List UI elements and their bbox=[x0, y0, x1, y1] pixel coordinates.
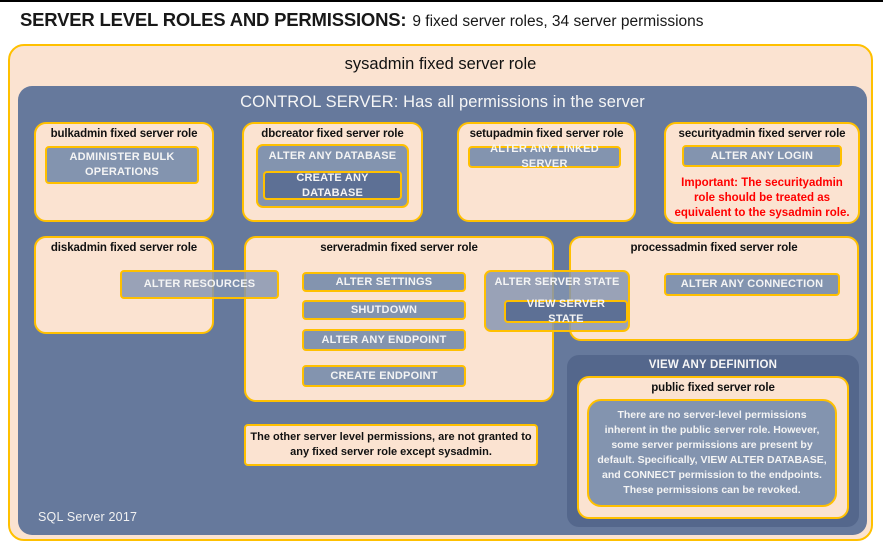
permission-alter-any-database-label: ALTER ANY DATABASE bbox=[268, 150, 397, 162]
role-title-dbcreator: dbcreator fixed server role bbox=[261, 128, 404, 140]
permission-alter-any-login: ALTER ANY LOGIN bbox=[682, 145, 842, 167]
role-box-public: public fixed server role There are no se… bbox=[577, 376, 849, 519]
permission-create-endpoint: CREATE ENDPOINT bbox=[302, 365, 466, 387]
permission-view-any-definition-label: VIEW ANY DEFINITION bbox=[648, 359, 778, 371]
public-role-description: There are no server-level permissions in… bbox=[597, 409, 827, 496]
page-title: SERVER LEVEL ROLES AND PERMISSIONS: 9 fix… bbox=[20, 9, 704, 31]
securityadmin-warning: Important: The securityadmin role should… bbox=[674, 177, 850, 219]
permission-alter-server-state: ALTER SERVER STATE VIEW SERVER STATE bbox=[484, 270, 630, 332]
sysadmin-role-title: sysadmin fixed server role bbox=[344, 55, 537, 73]
control-server-box: CONTROL SERVER: Has all permissions in t… bbox=[18, 86, 867, 535]
role-box-securityadmin: securityadmin fixed server role ALTER AN… bbox=[664, 122, 860, 224]
permission-alter-resources: ALTER RESOURCES bbox=[120, 270, 279, 299]
role-title-bulkadmin: bulkadmin fixed server role bbox=[50, 128, 198, 140]
page-title-main: SERVER LEVEL ROLES AND PERMISSIONS: bbox=[20, 9, 407, 30]
permission-create-any-database: CREATE ANY DATABASE bbox=[263, 171, 402, 200]
permission-alter-any-linked-server: ALTER ANY LINKED SERVER bbox=[468, 143, 621, 170]
sysadmin-role-box: sysadmin fixed server role CONTROL SERVE… bbox=[8, 44, 873, 541]
role-title-diskadmin: diskadmin fixed server role bbox=[50, 242, 198, 254]
permission-alter-server-state-label: ALTER SERVER STATE bbox=[494, 276, 620, 288]
permission-alter-any-endpoint: ALTER ANY ENDPOINT bbox=[302, 329, 466, 351]
role-title-setupadmin: setupadmin fixed server role bbox=[469, 128, 624, 140]
role-title-public: public fixed server role bbox=[651, 382, 775, 394]
permission-alter-any-database: ALTER ANY DATABASE CREATE ANY DATABASE bbox=[256, 144, 409, 208]
role-title-securityadmin: securityadmin fixed server role bbox=[678, 128, 846, 140]
permission-administer-bulk-operations: ADMINISTER BULK OPERATIONS bbox=[45, 146, 199, 184]
permission-view-server-state: VIEW SERVER STATE bbox=[504, 298, 628, 325]
permission-view-any-definition: VIEW ANY DEFINITION public fixed server … bbox=[567, 355, 859, 527]
role-box-dbcreator: dbcreator fixed server role ALTER ANY DA… bbox=[242, 122, 423, 222]
page-title-subtitle: 9 fixed server roles, 34 server permissi… bbox=[412, 13, 704, 30]
other-permissions-note: The other server level permissions, are … bbox=[244, 424, 538, 466]
permission-alter-any-connection: ALTER ANY CONNECTION bbox=[664, 273, 840, 296]
control-server-title: CONTROL SERVER: Has all permissions in t… bbox=[240, 93, 645, 111]
footer-version-label: SQL Server 2017 bbox=[38, 510, 138, 524]
role-title-serveradmin: serveradmin fixed server role bbox=[320, 242, 478, 254]
role-box-bulkadmin: bulkadmin fixed server role ADMINISTER B… bbox=[34, 122, 214, 222]
public-role-description-box: There are no server-level permissions in… bbox=[587, 399, 837, 507]
top-border-line bbox=[0, 0, 883, 2]
permission-shutdown: SHUTDOWN bbox=[302, 300, 466, 320]
permission-alter-settings: ALTER SETTINGS bbox=[302, 272, 466, 292]
role-box-setupadmin: setupadmin fixed server role ALTER ANY L… bbox=[457, 122, 636, 222]
role-title-processadmin: processadmin fixed server role bbox=[630, 242, 798, 254]
